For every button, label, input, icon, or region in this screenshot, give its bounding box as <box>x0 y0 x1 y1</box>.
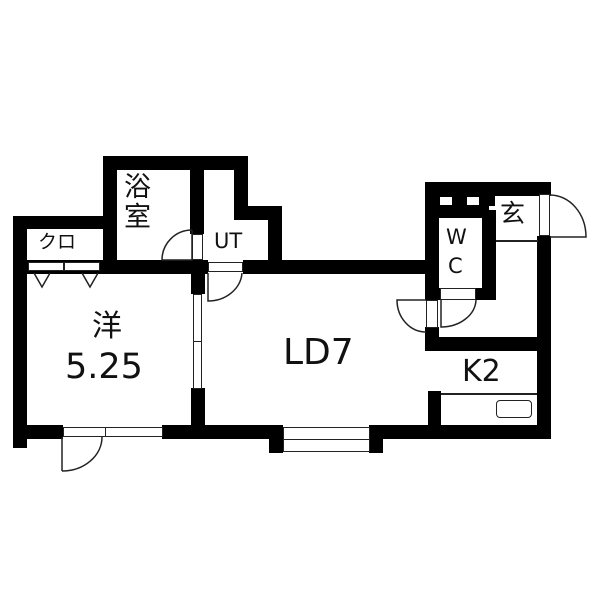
wall <box>234 156 248 216</box>
room-label-bath: 室 <box>124 202 151 233</box>
window <box>105 427 163 437</box>
wall <box>425 337 551 351</box>
room-label-toilet: C <box>448 254 463 278</box>
door-frame <box>539 194 550 236</box>
room-label-kitchen: K2 <box>462 354 501 389</box>
wall <box>190 156 204 234</box>
door-swing-icon <box>61 437 103 472</box>
entrance-step <box>496 240 538 242</box>
room-label-western: 洋 <box>92 309 122 344</box>
sliding-door <box>193 294 202 342</box>
wall <box>269 425 283 453</box>
door-frame <box>63 427 106 437</box>
door-swing-icon <box>207 272 243 302</box>
wall <box>428 391 441 431</box>
wall <box>13 216 105 229</box>
wall <box>191 425 281 439</box>
wall <box>537 182 551 194</box>
window <box>283 439 370 452</box>
room-label-ld: LD7 <box>283 332 354 373</box>
wall <box>425 327 439 351</box>
vent <box>467 197 479 205</box>
wall <box>439 206 489 218</box>
room-label-entrance: 玄 <box>500 199 526 228</box>
wall <box>13 425 63 439</box>
door-swing-icon <box>549 194 587 238</box>
wall <box>425 182 551 196</box>
door-frame <box>440 288 476 300</box>
room-label-utility: UT <box>214 229 243 253</box>
counter-line <box>441 393 537 395</box>
door-frame <box>426 300 438 328</box>
door-frame <box>208 262 243 272</box>
vent <box>440 197 452 205</box>
wall <box>425 182 439 300</box>
wall <box>243 260 438 274</box>
room-label-toilet: W <box>446 225 467 249</box>
room-size-western: 5.25 <box>65 347 143 387</box>
wall <box>103 156 248 170</box>
sink-icon <box>496 400 532 418</box>
closet-marker-icon <box>33 272 99 289</box>
door-swing-icon <box>396 299 427 333</box>
door-swing-icon <box>440 299 477 328</box>
wall <box>268 206 282 274</box>
wall <box>369 425 551 439</box>
wall <box>425 194 495 206</box>
wall <box>13 216 27 448</box>
wall <box>103 156 117 274</box>
closet-door <box>64 262 100 271</box>
wall <box>482 210 496 300</box>
sliding-door <box>193 341 202 389</box>
room-label-closet: クロ <box>38 231 77 253</box>
room-label-bath: 浴 <box>124 172 151 203</box>
closet-door <box>28 262 64 271</box>
wall <box>191 274 205 294</box>
door-swing-icon <box>161 229 193 261</box>
